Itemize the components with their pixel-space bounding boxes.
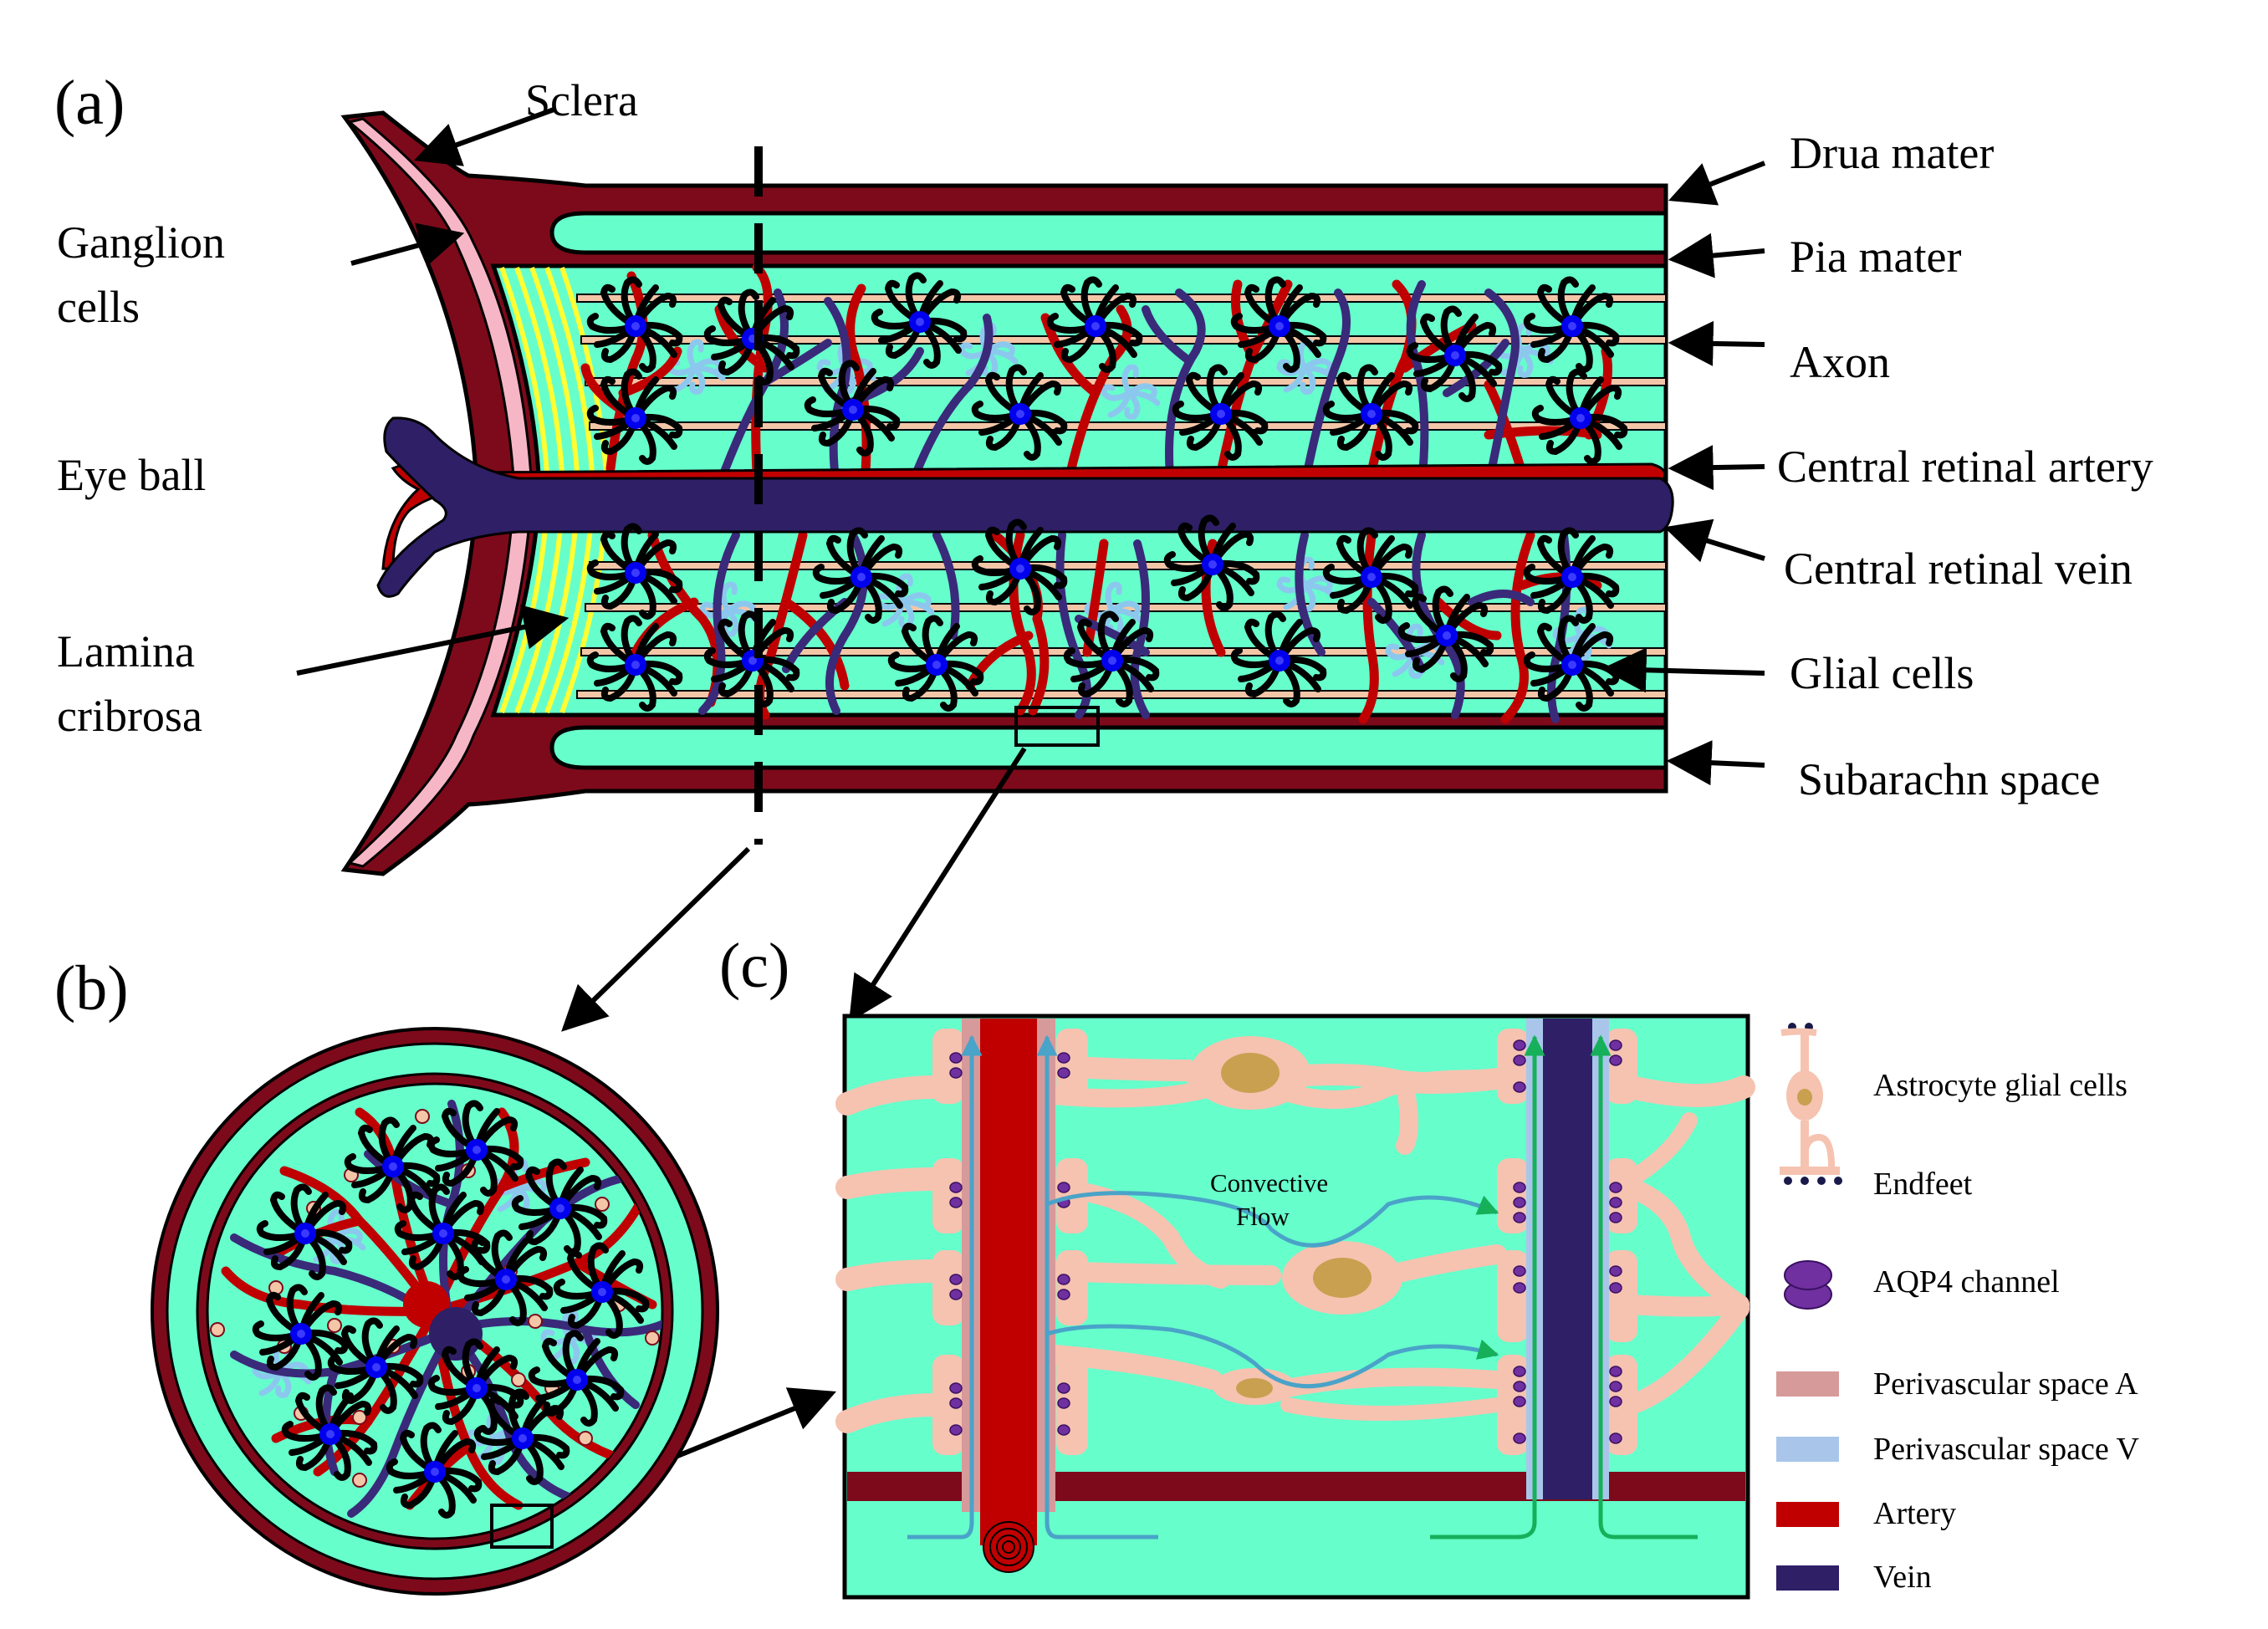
label-lamina-1: Lamina	[57, 626, 195, 677]
flow-arrows-convective	[1046, 1191, 1499, 1389]
flow-label-1: Convective	[1210, 1168, 1328, 1197]
label-arrows-a	[296, 106, 1766, 786]
legend: Astrocyte glial cells Endfeet AQP4 chann…	[1776, 1023, 2140, 1595]
panel-a: (a) Sclera Ganglion cells Eye ball Lamin…	[54, 68, 2153, 876]
sclera-strip	[346, 117, 534, 868]
flow-arrows-green	[1430, 1034, 1698, 1540]
legend-swatch-artery	[1776, 1502, 1839, 1527]
panel-label-b: (b)	[54, 953, 129, 1024]
subarachnoid-top	[549, 211, 1668, 255]
label-glial-cells: Glial cells	[1790, 648, 1974, 698]
label-axon: Axon	[1790, 337, 1890, 387]
legend-swatch-psv	[1776, 1437, 1839, 1462]
panel-b: (b)	[54, 953, 719, 1596]
zoom-box-b	[490, 1504, 554, 1549]
legend-aqp4-icon	[1784, 1260, 1832, 1310]
label-central-artery: Central retinal artery	[1777, 442, 2153, 492]
legend-astrocyte-icon	[1780, 1023, 1842, 1185]
label-dura-mater: Drua mater	[1790, 128, 1994, 178]
subarachnoid-bottom	[549, 725, 1668, 770]
central-retinal-vein	[376, 416, 1674, 598]
panel-label-c: (c)	[719, 931, 789, 1001]
label-central-vein: Central retinal vein	[1784, 544, 2133, 594]
legend-swatch-psa	[1776, 1371, 1839, 1397]
label-sclera: Sclera	[525, 75, 638, 125]
panel-c: (c)	[719, 931, 1755, 1600]
label-eye-ball: Eye ball	[57, 450, 206, 500]
legend-label-vein: Vein	[1873, 1560, 1932, 1595]
legend-label-aqp4: AQP4 channel	[1873, 1264, 2060, 1300]
legend-label-astrocyte: Astrocyte glial cells	[1873, 1068, 2128, 1103]
label-pia-mater: Pia mater	[1790, 232, 1961, 282]
label-ganglion-1: Ganglion	[57, 217, 225, 268]
artery-cut-end	[983, 1521, 1034, 1573]
panel-label-a: (a)	[54, 68, 125, 138]
legend-label-artery: Artery	[1873, 1496, 1956, 1531]
legend-label-psv: Perivascular space V	[1873, 1432, 2140, 1467]
label-ganglion-2: cells	[57, 282, 140, 332]
astrocyte-somata	[1190, 1036, 1402, 1405]
artery-vessel	[980, 1019, 1037, 1545]
legend-swatch-vein	[1776, 1565, 1839, 1591]
flow-arrows-blue	[907, 1034, 1158, 1540]
flow-label-2: Flow	[1236, 1202, 1290, 1231]
legend-label-psa: Perivascular space A	[1873, 1366, 2138, 1402]
label-lamina-2: cribrosa	[57, 691, 202, 741]
label-subarachnoid: Subarachn space	[1798, 754, 2100, 804]
legend-label-endfeet: Endfeet	[1873, 1167, 1973, 1202]
zoom-box-a	[1014, 706, 1100, 747]
vein-vessel	[1543, 1019, 1592, 1499]
